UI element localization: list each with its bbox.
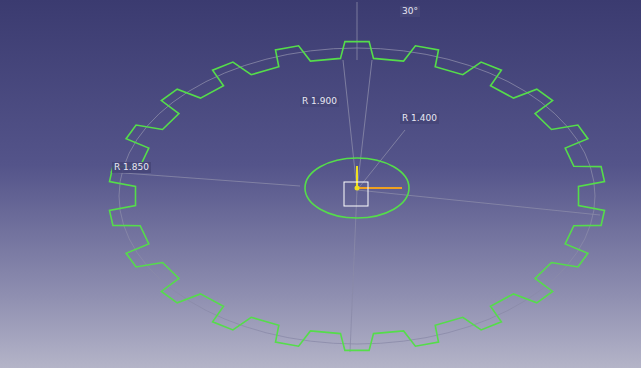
dimension-label: R 1.850 [112, 162, 151, 173]
radius-line [110, 172, 300, 186]
axis-line [350, 190, 357, 352]
radius-line [357, 130, 405, 190]
gear-teeth [110, 42, 605, 351]
radius-line [357, 190, 600, 215]
dimension-label: R 1.900 [300, 96, 339, 107]
axis-line [357, 2, 358, 60]
tooth-profile [110, 42, 605, 351]
dimension-label: 30° [400, 6, 420, 17]
radius-line [343, 60, 357, 190]
bore-circle [305, 158, 409, 218]
sketch-axes [344, 166, 402, 206]
dimension-label: R 1.400 [400, 113, 439, 124]
radius-line [357, 60, 372, 190]
